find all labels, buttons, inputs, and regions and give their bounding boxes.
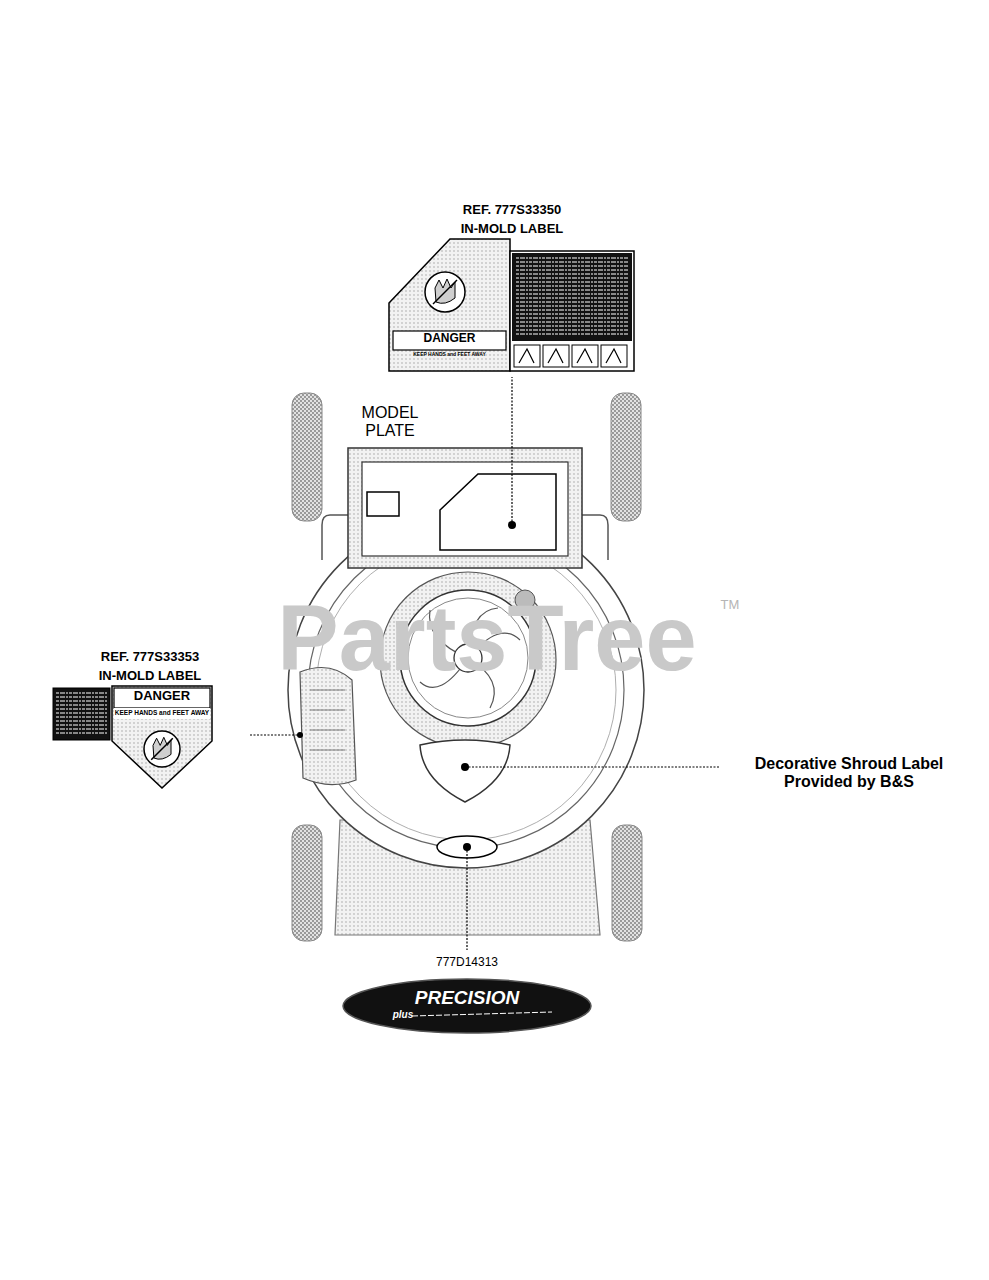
label-type: IN-MOLD LABEL bbox=[70, 669, 230, 684]
logo-subword: plus bbox=[388, 1009, 418, 1020]
danger-warning: KEEP HANDS and FEET AWAY bbox=[393, 352, 506, 358]
danger-decal: DANGER KEEP HANDS and FEET AWAY bbox=[52, 685, 214, 789]
part-reference: REF. 777S33353 bbox=[70, 650, 230, 665]
part-note: Decorative Shroud Label Provided by B&S bbox=[724, 755, 974, 792]
part-name: MODEL PLATE bbox=[355, 404, 425, 441]
danger-decal: DANGER KEEP HANDS and FEET AWAY bbox=[388, 237, 636, 373]
logo-decal: PRECISIONplus bbox=[342, 978, 592, 1034]
label-type: IN-MOLD LABEL bbox=[432, 222, 592, 237]
logo-word: PRECISION bbox=[402, 988, 532, 1009]
danger-heading: DANGER bbox=[393, 332, 506, 345]
watermark: PartsTree bbox=[247, 592, 727, 684]
part-number: 777D14313 bbox=[407, 956, 527, 970]
danger-warning: KEEP HANDS and FEET AWAY bbox=[114, 709, 210, 716]
danger-heading: DANGER bbox=[114, 689, 210, 703]
trademark: TM bbox=[715, 598, 745, 613]
part-reference: REF. 777S33350 bbox=[432, 203, 592, 218]
